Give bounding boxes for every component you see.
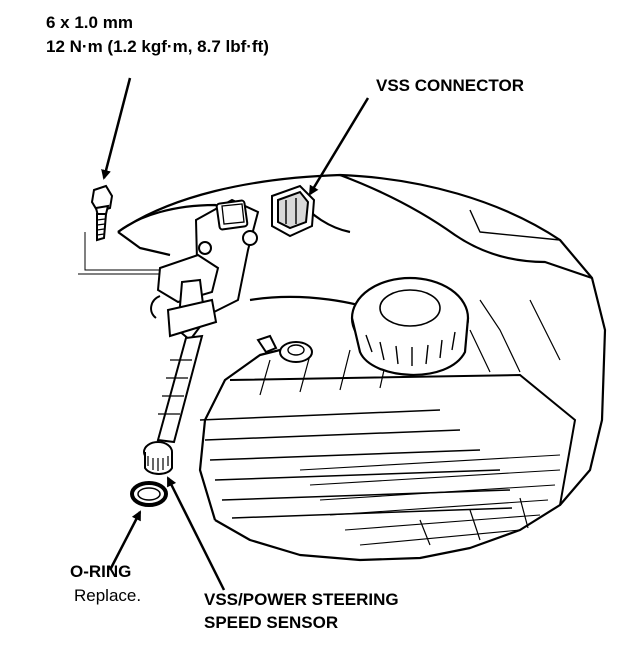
sensor-label-line1: VSS/POWER STEERING [204,590,399,609]
o-ring [130,481,168,507]
oil-filter [350,276,470,376]
vss-connector-arrow [308,97,370,196]
drain-fitting [256,334,313,363]
bolt-size-label: 6 x 1.0 mm [46,13,133,32]
o-ring-arrow [108,510,142,571]
alignment-lines [78,232,160,275]
vss-sensor-assembly [143,198,260,475]
sensor-arrow [166,476,226,591]
vss-connector [271,184,316,238]
o-ring-title: O-RING [70,562,132,581]
bolt-torque-label: 12 N·m (1.2 kgf·m, 8.7 lbf·ft) [46,37,269,56]
oil-pan-ribs [199,299,577,546]
vss-connector-label: VSS CONNECTOR [376,76,524,95]
bolt-spec-arrow [101,77,132,180]
mounting-bolt [90,184,114,242]
sensor-label-line2: SPEED SENSOR [204,613,339,632]
o-ring-note: Replace. [74,586,142,605]
